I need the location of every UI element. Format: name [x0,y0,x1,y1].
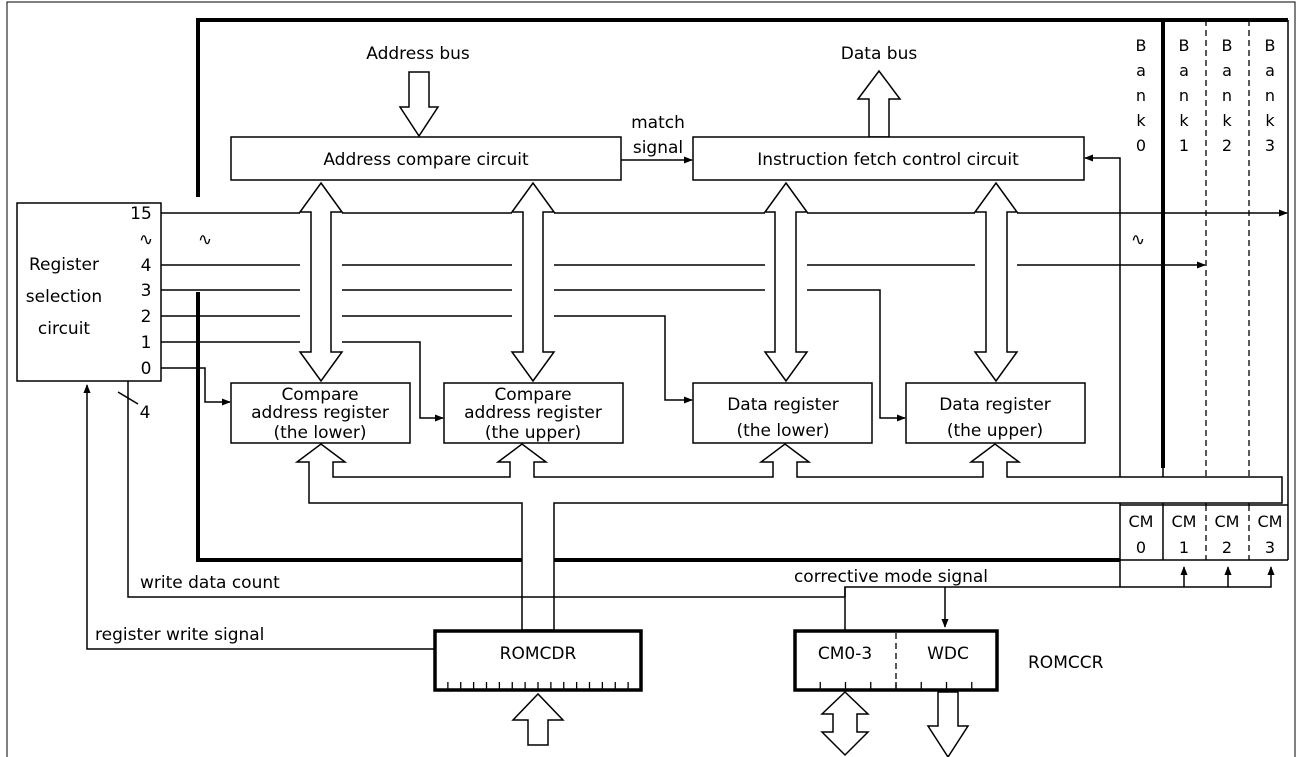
reg-num-1: 1 [141,333,152,353]
register-numbers: 15 ∿ 4 3 2 1 0 [130,204,153,379]
reg-num-2: 2 [141,307,152,327]
romcdr-input-arrow [511,692,565,746]
romcdr-register-bus [294,443,1283,631]
dr-upper-line1: Data register [939,395,1051,415]
reg-num-0: 0 [141,359,152,379]
register-write-label: register write signal [95,625,264,645]
data-register-upper [905,382,1086,444]
match-label: match [631,113,685,133]
signal-label: signal [633,138,683,158]
cm-labels: CM 0 CM 1 CM 2 CM 3 [1129,512,1283,557]
register-selection-line1: Register [29,255,99,275]
car-lower-line2: address register [251,403,389,423]
tilde-left: ∿ [198,230,212,250]
cm03-label: CM0-3 [818,644,872,664]
romccr-ticks [819,682,973,690]
romccr-label: ROMCCR [1028,653,1104,673]
cm3-num: 3 [1265,538,1275,557]
compare-address-register-lower [230,382,411,444]
dr-lower-line1: Data register [727,395,839,415]
cm0-num: 0 [1136,538,1146,557]
cm03-bidir-arrow [820,690,870,757]
dr-upper-line2: (the upper) [947,421,1043,441]
car-lower-line3: (the lower) [273,423,366,443]
write-data-count-label: write data count [140,573,280,593]
address-bus-label: Address bus [366,44,470,64]
romcdr-label: ROMCDR [500,644,577,664]
selection-lines [161,213,1287,418]
romcdr-register [433,629,643,692]
instruction-fetch-control-circuit [692,136,1085,181]
reg-num-gap: ∿ [139,230,153,250]
cm3-label: CM [1258,512,1283,531]
address-compare-circuit [230,136,622,181]
outer-frame [6,1,1296,757]
bus-arrows [298,181,1019,383]
dr-lower-line2: (the lower) [736,421,829,441]
register-selection-line2: selection [26,287,102,307]
reg-num-3: 3 [141,281,152,301]
corrective-mode-line [844,566,1275,631]
cm0-label: CM [1129,512,1154,531]
data-bus-label: Data bus [841,44,918,64]
cm2-num: 2 [1222,538,1232,557]
reg-num-4: 4 [141,256,152,276]
cm1-num: 1 [1179,538,1189,557]
register-selection-circuit [16,202,162,382]
data-bus-arrow [856,69,902,138]
corrective-mode-label: corrective mode signal [794,567,988,587]
reg-num-15: 15 [130,204,152,224]
bus-width-label: 4 [140,403,151,423]
address-bus-arrow [398,71,440,138]
wdc-output-arrow [926,691,970,757]
register-write-line [83,384,435,650]
tilde-right: ∿ [1131,230,1145,250]
car-lower-line1: Compare [281,385,358,405]
car-upper-line2: address register [464,403,602,423]
cm2-label: CM [1215,512,1240,531]
romcdr-ticks [447,682,629,690]
bank-to-fetch-line [1084,154,1121,505]
car-upper-line3: (the upper) [485,423,581,443]
compare-address-register-upper [443,382,624,444]
wdc-label: WDC [927,644,969,664]
address-compare-circuit-label: Address compare circuit [323,150,529,170]
data-register-lower [692,382,873,444]
instruction-fetch-control-circuit-label: Instruction fetch control circuit [757,150,1019,170]
romccr-register [793,629,999,692]
car-upper-line1: Compare [494,385,571,405]
module-frame [196,18,1288,562]
register-selection-line3: circuit [38,319,91,339]
cm1-label: CM [1172,512,1197,531]
